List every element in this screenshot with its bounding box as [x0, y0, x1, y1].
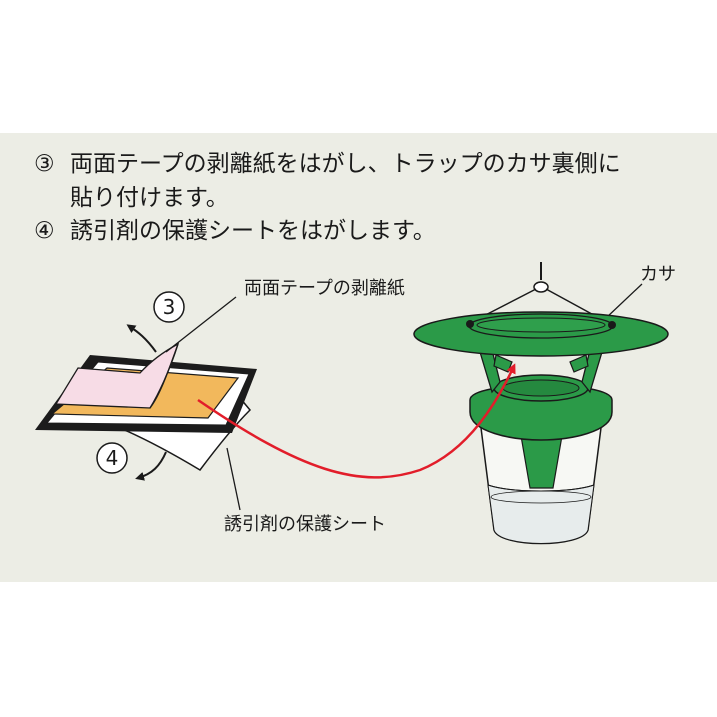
- instruction-step-4: ④ 誘引剤の保護シートをはがします。: [34, 214, 436, 248]
- umbrella-leader: [605, 283, 643, 319]
- step-4-number: ④: [34, 218, 55, 244]
- lure-pad: [35, 342, 257, 471]
- insect-trap: [413, 262, 669, 545]
- step-marker-3: 3: [153, 291, 185, 323]
- step-3-text-line2: 貼り付けます。: [70, 185, 229, 211]
- peel-arrow-3: [126, 324, 157, 353]
- protective-sheet-label: 誘引剤の保護シート: [224, 514, 386, 535]
- umbrella-label: カサ: [640, 264, 676, 285]
- peel-arrow-4: [135, 451, 167, 481]
- svg-text:3: 3: [163, 295, 176, 319]
- instruction-step-3: ③ 両面テープの剥離紙をはがし、トラップのカサ裏側に 貼り付けます。: [34, 147, 621, 215]
- step-marker-4: 4: [96, 442, 128, 474]
- attach-arrow: [197, 363, 516, 479]
- release-paper-label: 両面テープの剥離紙: [244, 278, 405, 299]
- svg-text:4: 4: [106, 446, 119, 470]
- release-paper-leader: [165, 296, 237, 353]
- step-4-text: 誘引剤の保護シートをはがします。: [70, 218, 436, 244]
- protective-sheet-leader: [226, 447, 241, 511]
- step-3-number: ③: [34, 151, 55, 177]
- step-3-text-line1: 両面テープの剥離紙をはがし、トラップのカサ裏側に: [70, 151, 621, 177]
